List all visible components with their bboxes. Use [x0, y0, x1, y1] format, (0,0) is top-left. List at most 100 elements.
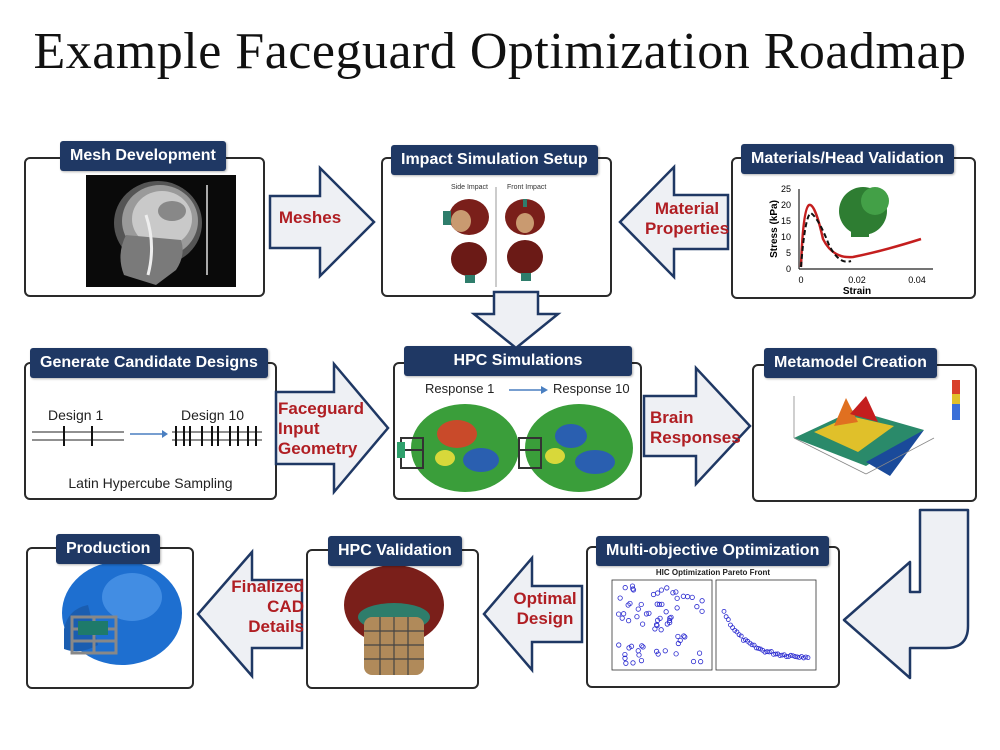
y-tick: 20 — [781, 200, 791, 210]
candidate-designs-box: Design 1 Design 10 Latin Hypercube Sampl… — [24, 362, 277, 500]
faceguard-arrow — [274, 360, 390, 496]
pareto-point — [728, 622, 733, 628]
pareto-point — [740, 637, 746, 643]
pareto-point — [749, 642, 755, 648]
design-sampling-graphic — [32, 426, 262, 446]
sampling-caption: Latin Hypercube Sampling — [68, 475, 233, 491]
scatter-point — [616, 642, 622, 648]
scatter-point — [674, 605, 680, 611]
material-properties-arrow — [618, 163, 730, 281]
scatter-point — [616, 611, 622, 617]
y-axis-label: Stress (kPa) — [769, 200, 780, 258]
scatter-point — [699, 608, 705, 614]
scatter-point — [646, 610, 652, 616]
pareto-point — [805, 655, 811, 661]
scatter-point — [622, 655, 628, 661]
pareto-point — [777, 653, 783, 658]
scatter-point — [677, 637, 683, 644]
mesh-development-box — [24, 157, 265, 297]
scatter-point — [635, 606, 641, 612]
scatter-point — [673, 589, 679, 595]
hpc-simulations-box: Response 1 Response 10 — [393, 362, 642, 500]
down-arrow — [470, 290, 562, 350]
design-start-label: Design 1 — [48, 407, 104, 423]
scatter-point — [689, 594, 695, 600]
scatter-point — [630, 660, 636, 666]
scatter-point — [690, 658, 697, 665]
scatter-point — [656, 601, 663, 608]
y-tick: 15 — [781, 216, 791, 226]
pareto-point — [784, 654, 789, 659]
scatter-point — [619, 615, 625, 621]
production-tag: Production — [56, 534, 161, 564]
scatter-point — [682, 634, 688, 640]
y-tick: 25 — [781, 184, 791, 194]
x-axis-label: Strain — [843, 286, 871, 297]
scatter-point — [634, 614, 640, 620]
scatter-point — [650, 591, 657, 598]
scatter-point — [663, 609, 669, 615]
scatter-point — [626, 645, 632, 651]
scatter-point — [638, 601, 644, 608]
candidate-designs-tag: Generate Candidate Designs — [30, 348, 268, 378]
scatter-point — [622, 651, 628, 658]
scatter-point — [673, 651, 679, 657]
brain-responses-arrow — [642, 364, 752, 488]
scatter-point — [658, 627, 664, 633]
hpc-validation-box — [306, 549, 479, 689]
model-curve — [799, 203, 922, 268]
pareto-point — [788, 652, 794, 658]
meshes-label: Meshes — [278, 208, 342, 227]
optimal-design-arrow — [482, 554, 584, 674]
scatter-point — [674, 595, 680, 601]
scatter-point — [667, 619, 673, 626]
scatter-point — [621, 611, 627, 617]
y-tick: 10 — [781, 232, 791, 242]
hpc-simulations-tag: HPC Simulations — [404, 346, 632, 376]
pareto-point — [766, 649, 772, 655]
scatter-point — [635, 648, 641, 654]
helmet-image — [62, 561, 182, 665]
scatter-point — [662, 648, 668, 654]
response-end-label: Response 10 — [553, 381, 630, 396]
scatter-point — [696, 650, 703, 656]
pareto-front-plot — [611, 579, 817, 671]
pareto-point — [738, 633, 744, 639]
scatter-point — [636, 652, 642, 658]
metamodel-surface-image — [793, 380, 960, 476]
scatter-point — [640, 621, 646, 627]
pareto-point — [725, 617, 731, 622]
scatter-point — [668, 614, 674, 620]
impact-simulation-tag: Impact Simulation Setup — [391, 145, 598, 175]
meshes-arrow — [268, 164, 376, 280]
scatter-point — [638, 658, 645, 664]
impact-setup-image: Side Impact Front Impact — [443, 184, 546, 287]
mesh-development-tag: Mesh Development — [60, 141, 226, 171]
pareto-plot-title: HIC Optimization Pareto Front — [655, 568, 771, 577]
scatter-point — [694, 604, 700, 610]
stress-strain-chart: 25 20 15 10 5 0 0 0.02 0.04 Strain Stres… — [769, 184, 933, 297]
multi-objective-tag: Multi-objective Optimization — [596, 536, 830, 566]
side-impact-label: Side Impact — [451, 184, 488, 191]
mri-scan-image — [86, 175, 236, 287]
metamodel-box — [752, 364, 977, 502]
finalized-cad-arrow — [196, 548, 304, 680]
x-tick: 0.02 — [848, 275, 866, 285]
pareto-point — [721, 608, 727, 614]
hpc-validation-tag: HPC Validation — [328, 536, 462, 566]
y-tick: 0 — [786, 264, 791, 274]
scatter-point — [626, 618, 632, 624]
pareto-point — [730, 625, 736, 631]
front-impact-label: Front Impact — [507, 184, 546, 191]
scatter-point — [698, 659, 704, 665]
scatter-point — [640, 644, 646, 650]
scatter-point — [684, 594, 691, 600]
materials-validation-box: 25 20 15 10 5 0 0 0.02 0.04 Strain Stres… — [731, 157, 976, 299]
impact-simulation-box: Side Impact Front Impact — [381, 157, 612, 297]
x-tick: 0 — [798, 275, 803, 285]
response-start-label: Response 1 — [425, 381, 495, 396]
